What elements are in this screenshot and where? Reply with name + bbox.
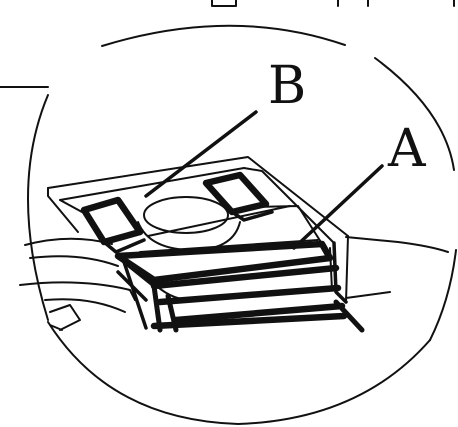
leader-line-a (294, 166, 382, 248)
component-b (84, 175, 272, 252)
label-a: A (387, 119, 427, 179)
right-clamp (206, 175, 266, 212)
label-b: B (268, 56, 306, 116)
block-top-face (118, 206, 330, 300)
left-clamp (84, 200, 140, 242)
leader-line-b (146, 112, 256, 196)
top-edge-fragment (212, 0, 454, 6)
